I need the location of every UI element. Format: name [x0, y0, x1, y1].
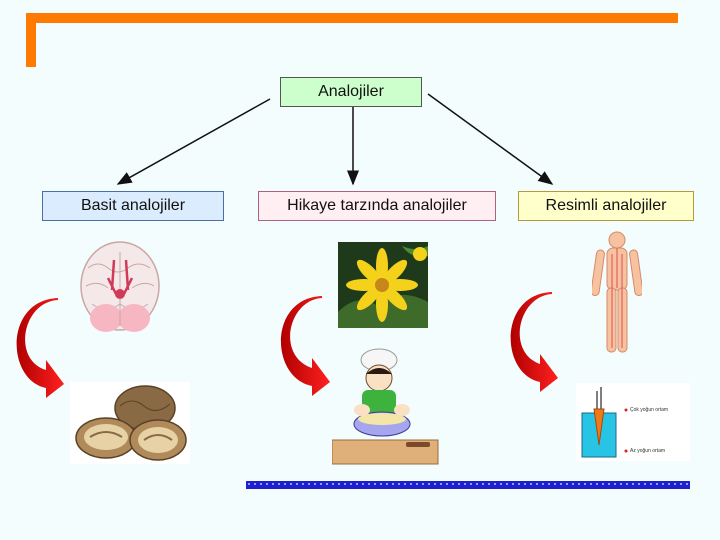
flower-image	[338, 242, 428, 328]
node-resimli-analojiler: Resimli analojiler	[518, 191, 694, 221]
curved-arrow-3	[510, 292, 558, 392]
walnut-image	[70, 382, 190, 464]
arrow-to-basit	[116, 98, 271, 185]
carrot-label-bottom: Az yoğun ortam	[630, 448, 666, 454]
root-node: Analojiler	[280, 77, 422, 107]
carrot-label-top: Çok yoğun ortam	[630, 407, 669, 413]
brain-image	[80, 241, 160, 332]
carrot-experiment-image	[576, 383, 690, 461]
dotted-bar	[246, 481, 690, 489]
node-basit-analojiler: Basit analojiler	[42, 191, 224, 221]
frame-top-bar	[26, 13, 678, 23]
arrow-to-resimli	[427, 93, 554, 185]
human-body-image	[592, 231, 642, 353]
cook-image	[332, 348, 439, 465]
curved-arrow-2	[280, 296, 330, 396]
node-hikaye-analojiler: Hikaye tarzında analojiler	[258, 191, 496, 221]
frame-left-bar	[26, 13, 36, 67]
curved-arrow-1	[16, 298, 64, 398]
